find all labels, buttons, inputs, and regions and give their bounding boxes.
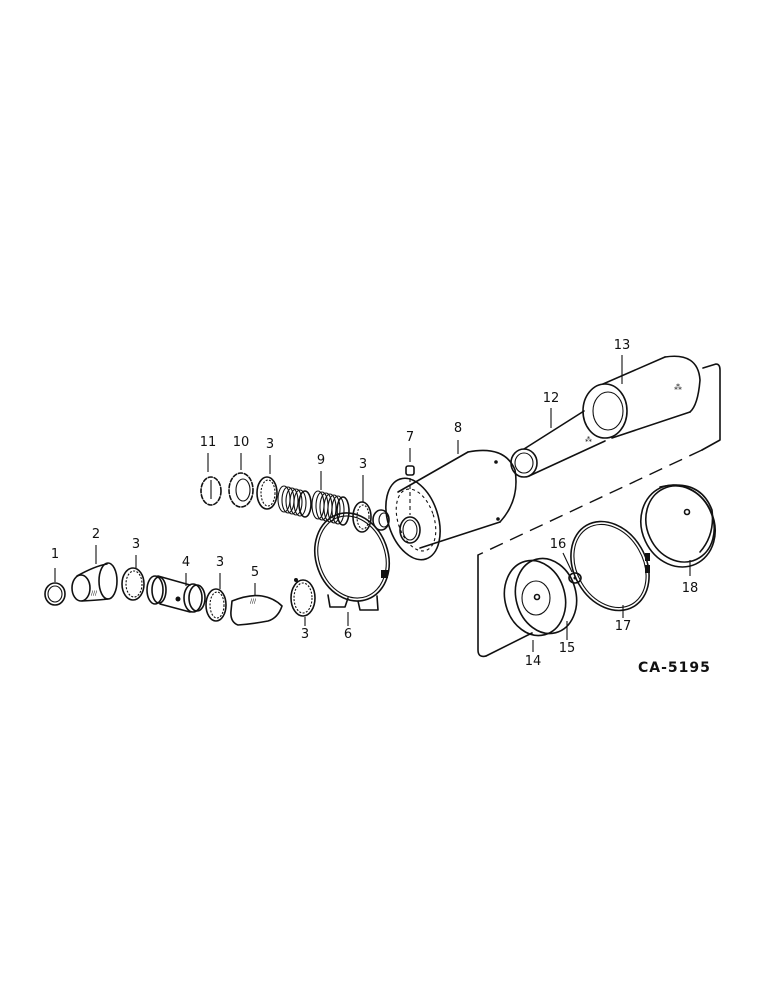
part-labels: 1 2 3 4 3 5 3 6 11 10 3 9 3 7 8 12 13 14… [51, 338, 698, 669]
label-part-10: 10 [233, 435, 250, 450]
label-part-9: 9 [317, 453, 325, 468]
label-part-4: 4 [182, 555, 190, 570]
svg-text:⁂: ⁂ [674, 382, 682, 392]
part-12-inner-filter: ⁂ [510, 408, 606, 478]
part-10-gasket [228, 453, 254, 508]
part-5-hose-elbow: /// [230, 583, 283, 626]
part-3-hose-clamp-c [290, 578, 316, 626]
label-part-3e: 3 [359, 457, 367, 472]
part-3-hose-clamp-d [256, 455, 278, 510]
part-7-plug [405, 448, 415, 515]
label-part-3a: 3 [132, 537, 140, 552]
part-3-hose-clamp-a [121, 555, 145, 601]
svg-text:⁂: ⁂ [585, 436, 592, 444]
part-17-clamp-ring [570, 520, 650, 618]
svg-text:///: /// [250, 598, 257, 605]
label-part-8: 8 [454, 421, 462, 436]
label-part-3b: 3 [216, 555, 224, 570]
part-11-cap [200, 453, 222, 506]
label-part-5: 5 [251, 565, 259, 580]
part-2-elbow: /// [71, 545, 118, 602]
assembly-bracket [477, 363, 721, 658]
part-9-bellows-hose [277, 471, 350, 526]
label-part-11: 11 [200, 435, 217, 450]
figure-code: CA-5195 [638, 660, 711, 676]
label-part-6: 6 [344, 627, 352, 642]
part-6-mounting-band [314, 512, 390, 626]
part-8-air-cleaner-body [385, 440, 517, 561]
part-18-dust-cup [640, 484, 716, 576]
collar [372, 509, 390, 531]
part-1-hose-clamp [44, 568, 66, 606]
label-part-3d: 3 [266, 437, 274, 452]
label-part-18: 18 [682, 581, 699, 596]
label-part-15: 15 [559, 641, 576, 656]
label-part-14: 14 [525, 654, 542, 669]
label-part-12: 12 [543, 391, 560, 406]
svg-text:///: /// [91, 590, 98, 597]
part-14-end-cap [503, 557, 578, 652]
label-part-17: 17 [615, 619, 632, 634]
label-part-2: 2 [92, 527, 100, 542]
part-13-outer-filter: ⁂ [582, 355, 701, 439]
label-part-7: 7 [406, 430, 414, 445]
label-part-13: 13 [614, 338, 631, 353]
part-4-tube-connector [146, 573, 206, 613]
label-part-1: 1 [51, 547, 59, 562]
part-3-hose-clamp-b [205, 573, 227, 622]
label-part-16: 16 [550, 537, 567, 552]
part-3-hose-clamp-e [352, 475, 372, 533]
label-part-3c: 3 [301, 627, 309, 642]
